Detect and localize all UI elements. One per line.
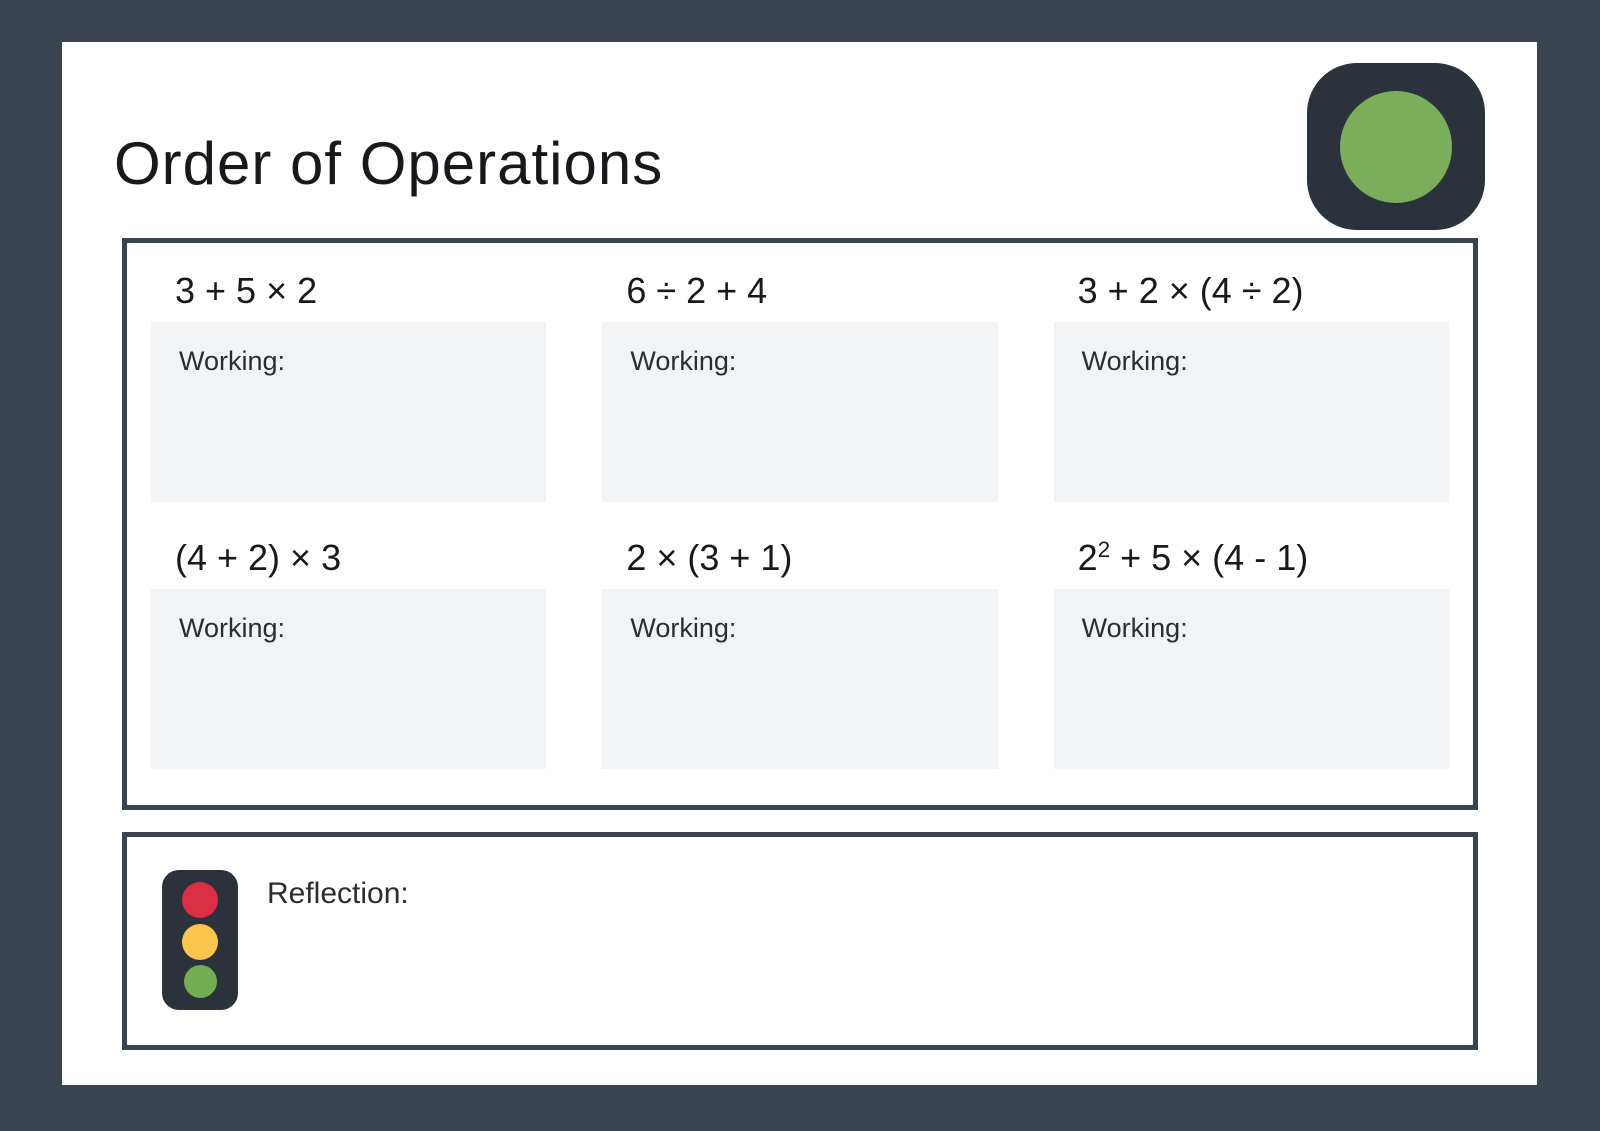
reflection-label: Reflection: — [267, 877, 409, 910]
working-area[interactable]: Working: — [1053, 322, 1449, 503]
problem-expression: 22 + 5 × (4 - 1) — [1077, 537, 1309, 579]
green-light-badge-icon — [1307, 63, 1485, 230]
working-area[interactable]: Working: — [151, 322, 547, 503]
reflection-panel[interactable]: Reflection: — [122, 832, 1478, 1050]
problem-expression: 3 + 2 × (4 ÷ 2) — [1077, 270, 1304, 311]
problem-cell-6: 22 + 5 × (4 - 1) Working: — [1053, 536, 1449, 770]
working-label: Working: — [630, 613, 737, 644]
working-area[interactable]: Working: — [151, 589, 547, 770]
problem-cell-5: 2 × (3 + 1) Working: — [602, 536, 998, 770]
problems-panel: 3 + 5 × 2 Working: 6 ÷ 2 + 4 Working: 3 … — [122, 238, 1478, 810]
problem-cell-2: 6 ÷ 2 + 4 Working: — [602, 269, 998, 503]
working-area[interactable]: Working: — [602, 589, 998, 770]
page-title: Order of Operations — [114, 130, 664, 197]
problem-expression: (4 + 2) × 3 — [175, 537, 342, 579]
working-label: Working: — [630, 346, 737, 377]
working-label: Working: — [179, 613, 286, 644]
yellow-light-icon — [182, 923, 218, 960]
red-light-icon — [182, 881, 218, 918]
problem-cell-4: (4 + 2) × 3 Working: — [151, 536, 547, 770]
problem-cell-3: 3 + 2 × (4 ÷ 2) Working: — [1053, 269, 1449, 503]
working-area[interactable]: Working: — [1053, 589, 1449, 770]
problem-expression: 2 × (3 + 1) — [626, 537, 793, 579]
problem-expression: 6 ÷ 2 + 4 — [626, 270, 768, 311]
traffic-light-icon — [162, 870, 238, 1010]
working-area[interactable]: Working: — [602, 322, 998, 503]
working-label: Working: — [1081, 613, 1188, 644]
problem-cell-1: 3 + 5 × 2 Working: — [151, 269, 547, 503]
working-label: Working: — [1081, 346, 1188, 377]
working-label: Working: — [179, 346, 286, 377]
green-light-icon — [183, 965, 217, 999]
worksheet-page: Order of Operations 3 + 5 × 2 Working: 6… — [62, 42, 1537, 1085]
green-circle-icon — [1340, 90, 1452, 203]
problem-expression: 3 + 5 × 2 — [175, 270, 318, 311]
